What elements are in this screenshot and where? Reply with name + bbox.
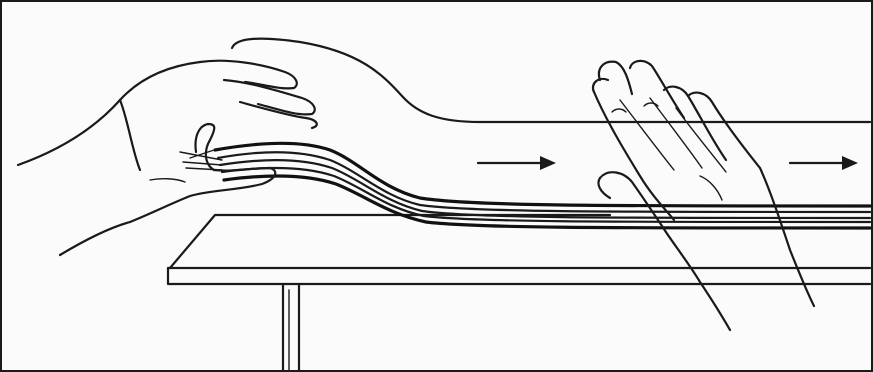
table-bottom-edge <box>168 268 870 284</box>
top-sheet <box>232 39 870 122</box>
right-hand <box>593 61 814 330</box>
table-leg <box>283 284 299 372</box>
paper-stack <box>180 39 870 228</box>
arrow-right-icon <box>790 156 858 170</box>
left-hand <box>18 61 317 255</box>
table-top <box>170 215 610 268</box>
arrow-right-icon <box>478 156 556 170</box>
